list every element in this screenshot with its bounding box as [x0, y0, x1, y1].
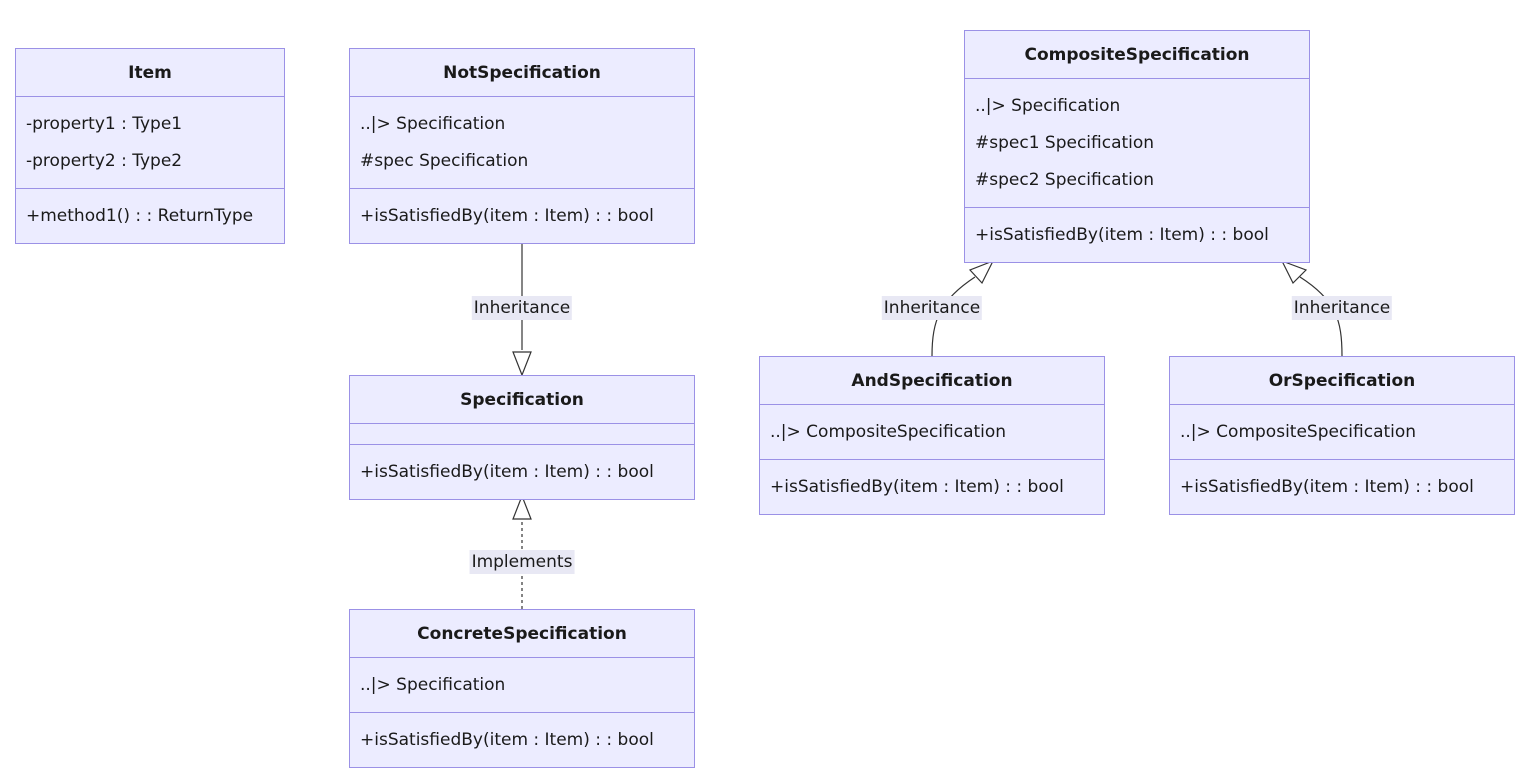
- attribute: -property1 : Type1: [26, 114, 183, 134]
- class-item-methods: +method1() : : ReturnType: [16, 189, 284, 243]
- method: +isSatisfiedBy(item : Item) : : bool: [360, 206, 654, 226]
- class-composite-specification-methods: +isSatisfiedBy(item : Item) : : bool: [965, 208, 1309, 262]
- attribute: ..|> Specification: [360, 114, 506, 134]
- class-not-specification[interactable]: NotSpecification ..|> Specification #spe…: [349, 48, 695, 244]
- class-or-specification-title: OrSpecification: [1170, 357, 1514, 405]
- class-or-specification[interactable]: OrSpecification ..|> CompositeSpecificat…: [1169, 356, 1515, 515]
- class-concrete-specification-attributes: ..|> Specification: [350, 658, 694, 713]
- class-specification-title: Specification: [350, 376, 694, 424]
- class-composite-specification-title: CompositeSpecification: [965, 31, 1309, 79]
- class-or-specification-methods: +isSatisfiedBy(item : Item) : : bool: [1170, 460, 1514, 514]
- attribute: ..|> Specification: [975, 96, 1121, 116]
- attribute: ..|> Specification: [360, 675, 506, 695]
- class-and-specification-methods: +isSatisfiedBy(item : Item) : : bool: [760, 460, 1104, 514]
- attribute: #spec Specification: [360, 151, 529, 171]
- class-not-specification-methods: +isSatisfiedBy(item : Item) : : bool: [350, 189, 694, 243]
- class-item-title: Item: [16, 49, 284, 97]
- class-and-specification-title: AndSpecification: [760, 357, 1104, 405]
- class-not-specification-title: NotSpecification: [350, 49, 694, 97]
- attribute: ..|> CompositeSpecification: [1180, 422, 1417, 442]
- class-not-specification-attributes: ..|> Specification #spec Specification: [350, 97, 694, 189]
- class-composite-specification[interactable]: CompositeSpecification ..|> Specificatio…: [964, 30, 1310, 263]
- class-specification[interactable]: Specification +isSatisfiedBy(item : Item…: [349, 375, 695, 500]
- edge-label-and-to-composite: Inheritance: [881, 296, 983, 320]
- attribute: #spec1 Specification: [975, 133, 1155, 153]
- attribute: -property2 : Type2: [26, 151, 183, 171]
- class-concrete-specification[interactable]: ConcreteSpecification ..|> Specification…: [349, 609, 695, 768]
- attribute: ..|> CompositeSpecification: [770, 422, 1007, 442]
- edge-not-to-spec-arrowhead: [512, 351, 532, 377]
- method: +isSatisfiedBy(item : Item) : : bool: [360, 730, 654, 750]
- class-or-specification-attributes: ..|> CompositeSpecification: [1170, 405, 1514, 460]
- class-specification-methods: +isSatisfiedBy(item : Item) : : bool: [350, 445, 694, 499]
- edge-or-to-composite-arrowhead: [1280, 259, 1308, 285]
- edge-label-not-to-spec: Inheritance: [471, 296, 573, 320]
- edge-label-concrete-to-spec: Implements: [469, 550, 575, 574]
- method: +isSatisfiedBy(item : Item) : : bool: [360, 462, 654, 482]
- attribute: #spec2 Specification: [975, 170, 1155, 190]
- class-composite-specification-attributes: ..|> Specification #spec1 Specification …: [965, 79, 1309, 208]
- method: +isSatisfiedBy(item : Item) : : bool: [770, 477, 1064, 497]
- class-item-attributes: -property1 : Type1 -property2 : Type2: [16, 97, 284, 189]
- method: +isSatisfiedBy(item : Item) : : bool: [975, 225, 1269, 245]
- class-specification-attributes: [350, 424, 694, 445]
- edge-and-to-composite-arrowhead: [968, 259, 995, 285]
- class-and-specification[interactable]: AndSpecification ..|> CompositeSpecifica…: [759, 356, 1105, 515]
- class-item[interactable]: Item -property1 : Type1 -property2 : Typ…: [15, 48, 285, 244]
- class-concrete-specification-methods: +isSatisfiedBy(item : Item) : : bool: [350, 713, 694, 767]
- class-and-specification-attributes: ..|> CompositeSpecification: [760, 405, 1104, 460]
- class-concrete-specification-title: ConcreteSpecification: [350, 610, 694, 658]
- method: +method1() : : ReturnType: [26, 206, 254, 226]
- edge-label-or-to-composite: Inheritance: [1291, 296, 1393, 320]
- method: +isSatisfiedBy(item : Item) : : bool: [1180, 477, 1474, 497]
